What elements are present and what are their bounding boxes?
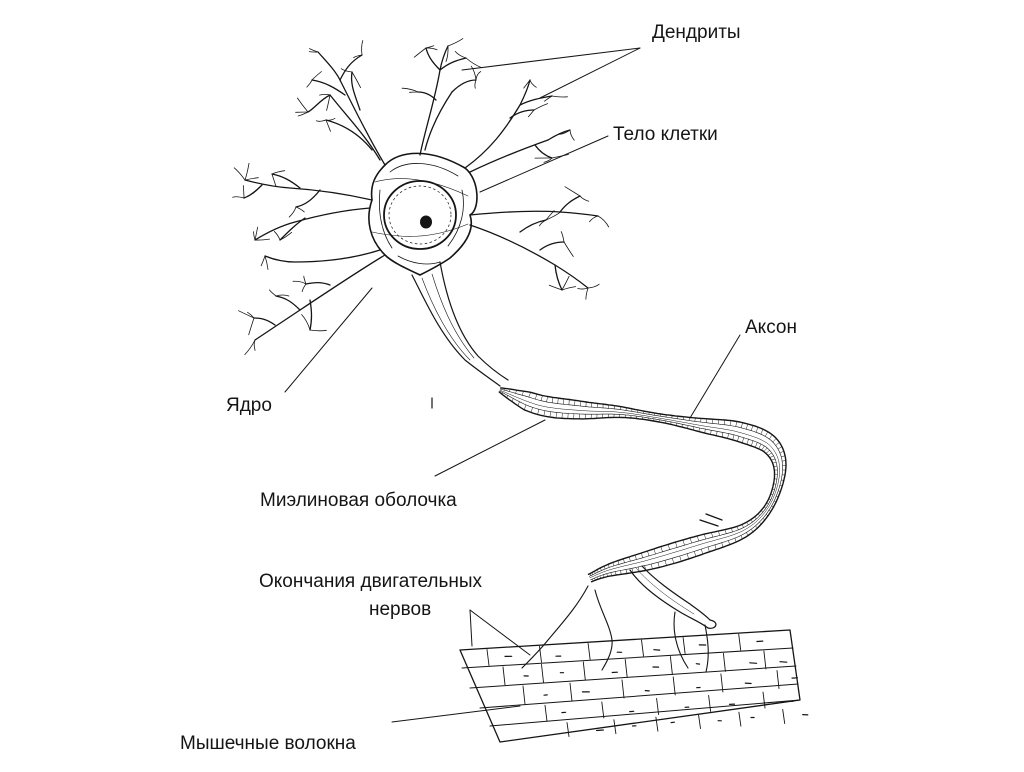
label-muscle-fibers: Мышечные волокна <box>180 733 356 754</box>
cell-body <box>369 153 477 275</box>
label-motor-nerve-endings-line2: нервов <box>259 596 482 624</box>
leader-axon <box>690 335 740 418</box>
dendrites <box>244 46 598 340</box>
label-nucleus: Ядро <box>226 395 272 416</box>
dendrite-twigs <box>233 39 609 355</box>
label-axon: Аксон <box>745 317 797 338</box>
myelinated-axon <box>499 388 786 582</box>
leader-muscle <box>392 706 520 722</box>
label-myelin-sheath: Миэлиновая оболочка <box>260 490 457 511</box>
label-cell-body: Тело клетки <box>613 124 718 145</box>
label-motor-nerve-endings: Окончания двигательных нервов <box>259 568 482 624</box>
leader-dendrites-2 <box>540 48 640 98</box>
axon-hillock <box>412 262 508 386</box>
node-of-ranvier <box>700 514 722 526</box>
label-dendrites: Дендриты <box>652 22 741 43</box>
nucleus <box>384 181 456 249</box>
muscle-fibers <box>460 630 808 742</box>
leader-nucleus <box>285 288 372 392</box>
axon-terminal-branch <box>630 566 716 628</box>
leader-cell-body <box>480 136 608 192</box>
leader-myelin <box>435 420 545 476</box>
label-motor-nerve-endings-line1: Окончания двигательных <box>259 571 482 592</box>
nucleolus <box>420 216 432 229</box>
leader-dendrites-1 <box>462 48 640 70</box>
